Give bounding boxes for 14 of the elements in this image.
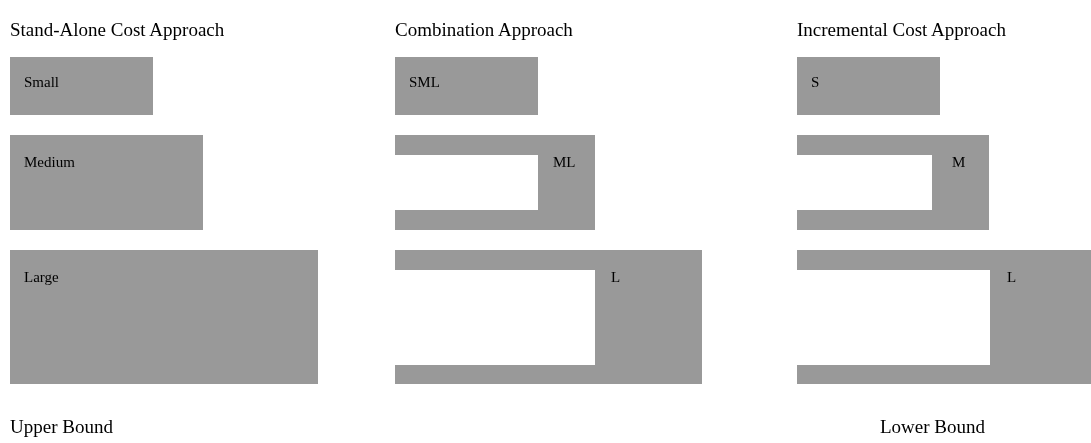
column-heading: Incremental Cost Approach xyxy=(797,19,1006,41)
block-label: Small xyxy=(24,73,59,91)
block-label: L xyxy=(611,268,621,286)
block-label: Medium xyxy=(24,153,75,171)
block-label: S xyxy=(811,73,820,91)
column-heading: Stand-Alone Cost Approach xyxy=(10,19,225,41)
block-label: Large xyxy=(24,268,59,286)
block-label: ML xyxy=(553,153,576,171)
block-label: M xyxy=(952,153,966,171)
bound-label: Lower Bound xyxy=(880,416,985,438)
column-heading: Combination Approach xyxy=(395,19,573,41)
block-label: SML xyxy=(409,73,440,91)
bound-label: Upper Bound xyxy=(10,416,113,438)
block-label: L xyxy=(1007,268,1017,286)
